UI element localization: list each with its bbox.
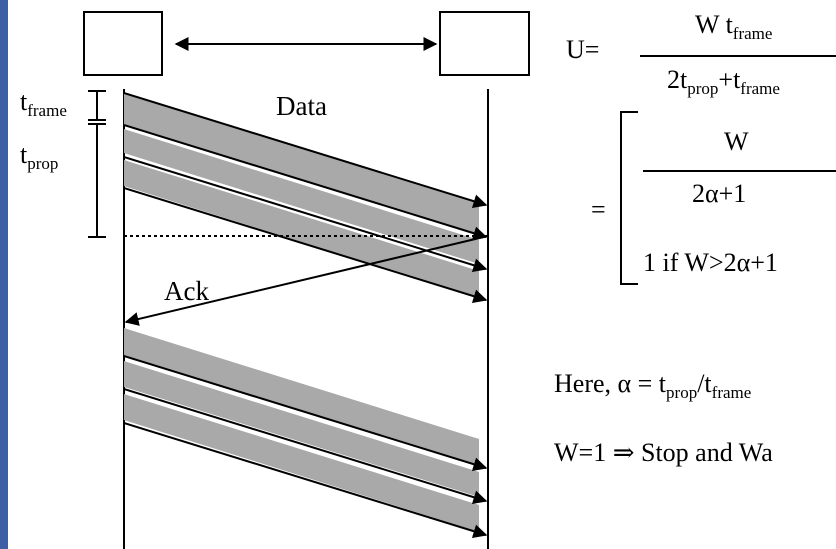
fraction-bar-case (643, 170, 836, 172)
ack-arrow (124, 235, 489, 326)
frame-band-5 (124, 361, 479, 497)
fraction-numerator: W tframe (695, 10, 773, 43)
frame-1-end-arrow (123, 124, 488, 240)
t-prop-label: tprop (20, 140, 58, 173)
data-label: Data (276, 91, 327, 121)
fraction-bar-top (640, 55, 836, 57)
equals-sign: = (591, 195, 606, 224)
sender-box (83, 11, 163, 76)
frame-4-end-arrow (123, 355, 488, 471)
frame-band-2 (124, 129, 479, 264)
frame-6-end-arrow (123, 422, 488, 538)
frame-3-end-arrow (123, 187, 488, 303)
receiver-box (439, 11, 530, 76)
utilization-symbol: U= (566, 35, 600, 64)
alpha-definition: Here, α = tprop/tframe (554, 369, 752, 402)
case-denominator: 2α+1 (692, 179, 747, 208)
left-accent-bar (0, 0, 8, 549)
frame-band-1 (124, 93, 479, 236)
frame-1-start-arrow (123, 92, 488, 208)
frame-band-4 (124, 328, 479, 466)
frame-band-6 (124, 394, 479, 532)
cases-bracket (620, 112, 622, 284)
t-frame-label: tframe (20, 87, 67, 120)
frame-5-end-arrow (123, 388, 488, 504)
frame-band-3 (124, 160, 479, 298)
ack-label: Ack (164, 276, 209, 306)
case-numerator: W (724, 127, 749, 156)
fraction-denominator: 2tprop+tframe (667, 65, 780, 98)
stop-and-wait-note: W=1 ⇒ Stop and Wa (554, 438, 773, 467)
case-else: 1 if W>2α+1 (643, 248, 778, 277)
